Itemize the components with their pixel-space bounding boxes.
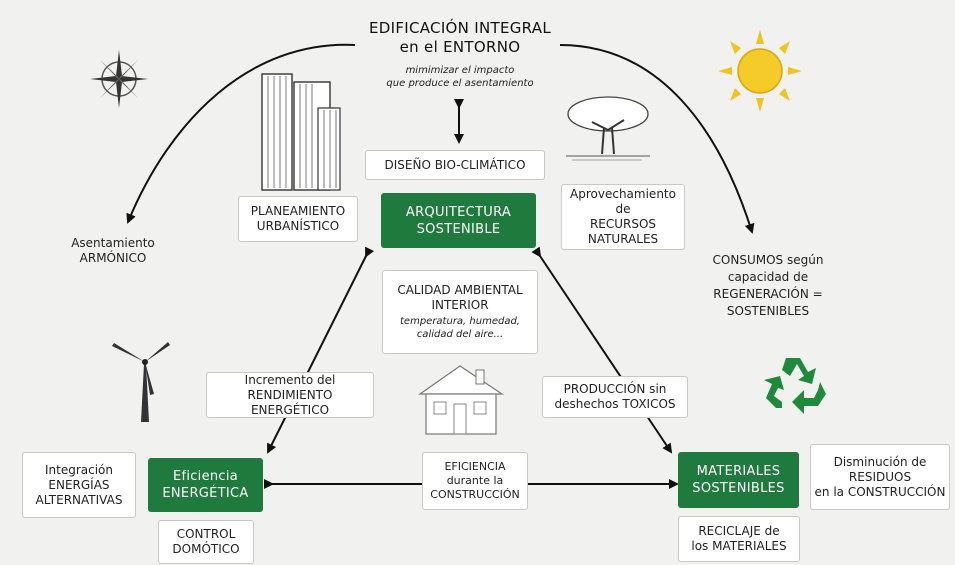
eficiencia-construccion-box: EFICIENCIA durante la CONSTRUCCIÓN xyxy=(422,452,528,510)
arrow-arquitectura-materiales xyxy=(531,246,673,454)
control-domotico-box: CONTROL DOMÓTICO xyxy=(158,520,254,564)
eficiencia-energetica-box: Eficiencia ENERGÉTICA xyxy=(148,458,263,512)
materiales-sostenibles-box: MATERIALES SOSTENIBLES xyxy=(678,452,799,508)
main-title: EDIFICACIÓN INTEGRAL en el ENTORNO xyxy=(368,19,551,56)
wind-turbine-icon xyxy=(108,338,178,424)
calidad-ambiental-box: CALIDAD AMBIENTAL INTERIOR temperatura, … xyxy=(382,270,538,354)
main-subtitle: mimimizar el impacto que produce el asen… xyxy=(386,65,534,89)
arrow-arquitectura-eficiencia xyxy=(267,246,375,454)
asentamiento-label: Asentamiento ARMÓNICO xyxy=(71,236,155,265)
arquitectura-sostenible-box: ARQUITECTURA SOSTENIBLE xyxy=(381,193,536,248)
calidad-ambiental-title: CALIDAD AMBIENTAL INTERIOR xyxy=(397,283,523,312)
arrow-to-consumos xyxy=(559,44,755,234)
recursos-naturales-box: Aprovechamiento de RECURSOS NATURALES xyxy=(561,184,685,250)
calidad-ambiental-detail: temperatura, humedad, calidad del aire..… xyxy=(400,316,520,340)
planeamiento-urbanistico-box: PLANEAMIENTO URBANÍSTICO xyxy=(238,196,358,242)
tree-icon xyxy=(562,92,654,164)
sun-icon xyxy=(714,28,806,114)
arrow-to-asentamiento xyxy=(126,43,356,224)
compass-rose-icon xyxy=(88,48,150,110)
buildings-icon xyxy=(258,68,344,192)
consumos-label: CONSUMOS según capacidad de REGENERACIÓN… xyxy=(712,253,824,318)
produccion-sin-toxicos-box: PRODUCCIÓN sin deshechos TOXICOS xyxy=(542,376,688,418)
reciclaje-materiales-box: RECICLAJE de los MATERIALES xyxy=(678,516,800,562)
house-icon xyxy=(410,360,510,438)
integracion-energias-box: Integración ENERGÍAS ALTERNATIVAS xyxy=(22,452,136,518)
rendimiento-energetico-box: Incremento del RENDIMIENTO ENERGÉTICO xyxy=(206,372,374,418)
disminucion-residuos-box: Disminución de RESIDUOS en la CONSTRUCCI… xyxy=(810,444,950,510)
recycle-icon xyxy=(760,350,832,420)
diseno-bioclimatico-box: DISEÑO BIO-CLIMÁTICO xyxy=(365,150,545,180)
